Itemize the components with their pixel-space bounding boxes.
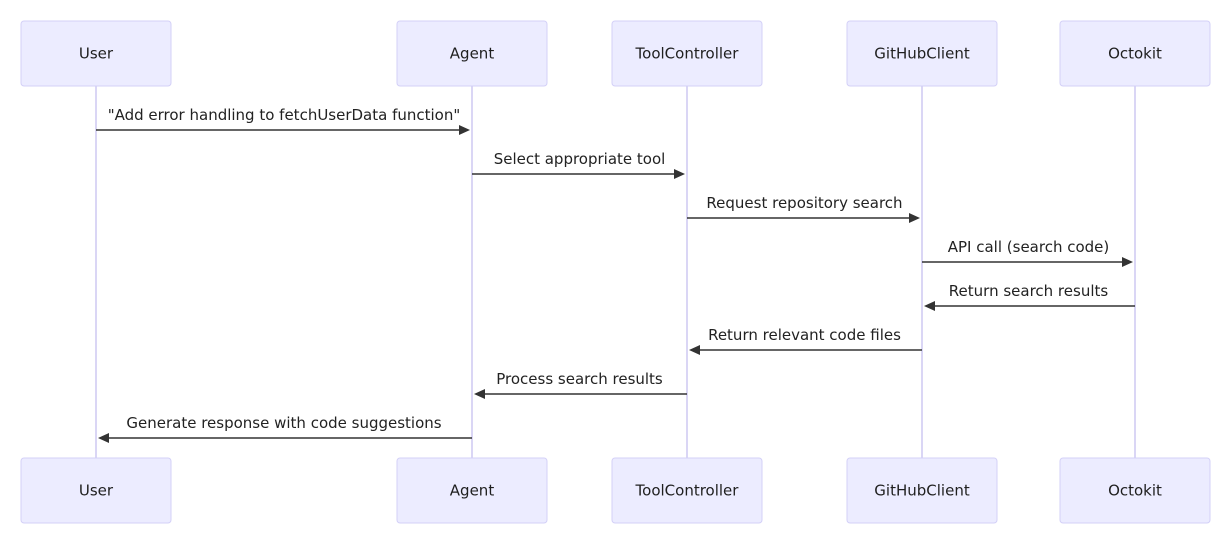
lifelines (95, 86, 1136, 458)
message-label: Process search results (496, 370, 663, 388)
message-3: Request repository search (687, 194, 920, 223)
message-6: Return relevant code files (689, 326, 922, 355)
message-5: Return search results (924, 282, 1135, 311)
participant-box (1059, 457, 1211, 524)
participant-box (396, 457, 548, 524)
messages: "Add error handling to fetchUserData fun… (96, 106, 1135, 443)
participant-user-bottom: User (20, 457, 172, 524)
participant-box (20, 20, 172, 87)
arrowhead-icon (1122, 257, 1133, 267)
arrowhead-icon (459, 125, 470, 135)
participant-label: Octokit (1108, 45, 1162, 63)
participant-label: Agent (450, 482, 495, 500)
participants-top: User Agent ToolController GitHubClient Octok… (20, 20, 1211, 87)
participant-box (1059, 20, 1211, 87)
participant-label: GitHubClient (874, 45, 970, 63)
message-label: Return relevant code files (708, 326, 901, 344)
participant-label: ToolController (635, 45, 740, 63)
participant-label: GitHubClient (874, 482, 970, 500)
participant-box (396, 20, 548, 87)
arrowhead-icon (689, 345, 700, 355)
arrowhead-icon (909, 213, 920, 223)
participant-label: User (79, 482, 114, 500)
arrowhead-icon (924, 301, 935, 311)
message-label: Generate response with code suggestions (126, 414, 441, 432)
message-label: Select appropriate tool (494, 150, 666, 168)
participant-toolcontroller-top: ToolController (611, 20, 763, 87)
participant-user-top: User (20, 20, 172, 87)
participant-box (846, 457, 998, 524)
message-7: Process search results (474, 370, 687, 399)
participant-agent-top: Agent (396, 20, 548, 87)
arrowhead-icon (474, 389, 485, 399)
arrowhead-icon (674, 169, 685, 179)
message-label: Request repository search (706, 194, 902, 212)
participant-box (611, 457, 763, 524)
participants-bottom: User Agent ToolController GitHubClient Octok… (20, 457, 1211, 524)
participant-githubclient-bottom: GitHubClient (846, 457, 998, 524)
participant-label: Agent (450, 45, 495, 63)
participant-label: User (79, 45, 114, 63)
participant-box (20, 457, 172, 524)
message-8: Generate response with code suggestions (98, 414, 472, 443)
participant-githubclient-top: GitHubClient (846, 20, 998, 87)
message-4: API call (search code) (922, 238, 1133, 267)
participant-octokit-top: Octokit (1059, 20, 1211, 87)
message-1: "Add error handling to fetchUserData fun… (96, 106, 470, 135)
message-label: API call (search code) (948, 238, 1110, 256)
participant-agent-bottom: Agent (396, 457, 548, 524)
participant-label: ToolController (635, 482, 740, 500)
participant-label: Octokit (1108, 482, 1162, 500)
participant-toolcontroller-bottom: ToolController (611, 457, 763, 524)
message-label: "Add error handling to fetchUserData fun… (108, 106, 461, 124)
message-label: Return search results (949, 282, 1109, 300)
participant-box (611, 20, 763, 87)
participant-octokit-bottom: Octokit (1059, 457, 1211, 524)
message-2: Select appropriate tool (472, 150, 685, 179)
arrowhead-icon (98, 433, 109, 443)
participant-box (846, 20, 998, 87)
